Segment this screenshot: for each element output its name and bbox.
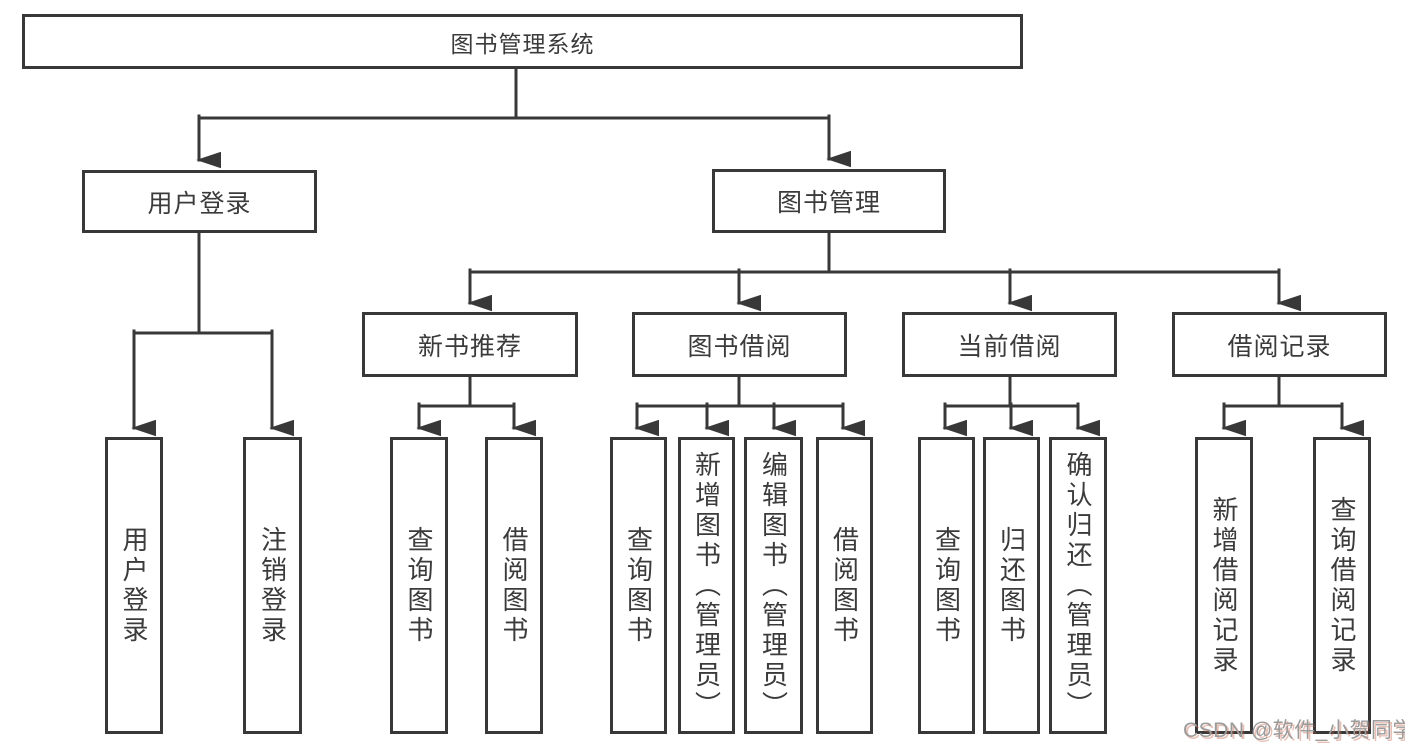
leaf-query-borrow-record: 查询借阅记录 [1313,437,1371,734]
connector-book-management-to-level3 [467,231,1301,312]
leaf-add-borrow-record: 新增借阅记录 [1195,437,1253,734]
node-label: 图书管理系统 [450,30,595,57]
csdn-watermark: CSDN @软件_小贺同学 [1183,719,1405,742]
leaf-query-books-3: 查询图书 [918,437,975,734]
node-label: 当前借阅 [957,332,1062,361]
node-label: 图书借阅 [687,332,792,361]
node-label: 注销登录 [257,525,288,646]
node-label: 新书推荐 [417,332,522,361]
node-current-borrowing: 当前借阅 [902,312,1117,377]
connector-new-book-recommend-to-leaves [416,375,536,437]
node-label: 借阅图书 [499,525,529,646]
node-root: 图书管理系统 [22,14,1023,69]
node-label: 查询借阅记录 [1327,495,1357,676]
connector-borrowing-records-to-leaves [1221,375,1364,437]
node-label: 借阅图书 [829,525,860,646]
connector-user-login-to-leaves [131,231,294,437]
leaf-query-books-2: 查询图书 [610,437,667,734]
node-book-management: 图书管理 [712,169,946,233]
node-new-book-recommend: 新书推荐 [362,312,578,377]
leaf-add-book-admin: 新增图书（管理员） [678,437,735,734]
leaf-borrow-books-2: 借阅图书 [816,437,873,734]
node-book-borrowing: 图书借阅 [632,312,847,377]
node-label: 图书管理 [776,189,881,217]
node-label: 查询图书 [404,525,434,646]
connector-current-borrowing-to-leaves [942,375,1100,437]
leaf-edit-book-admin: 编辑图书（管理员） [744,437,803,734]
leaf-return-book: 归还图书 [983,437,1040,734]
node-label: 查询图书 [931,525,962,646]
leaf-user-login: 用户登录 [105,437,163,734]
node-label: 新增图书（管理员） [691,450,722,721]
connector-book-borrowing-to-leaves [634,375,865,437]
node-user-login: 用户登录 [82,170,317,233]
leaf-logout: 注销登录 [243,437,302,734]
node-label: 确认归还（管理员） [1063,450,1093,721]
node-label: 查询图书 [623,525,654,646]
node-label: 编辑图书（管理员） [758,450,789,721]
connector-root-to-level1 [196,67,851,169]
leaf-confirm-return-admin: 确认归还（管理员） [1049,437,1107,734]
leaf-query-books-1: 查询图书 [390,437,448,734]
node-label: 借阅记录 [1227,332,1332,361]
node-label: 用户登录 [147,189,252,218]
node-label: 归还图书 [996,525,1027,646]
leaf-borrow-books-1: 借阅图书 [485,437,543,734]
node-borrowing-records: 借阅记录 [1172,312,1387,377]
node-label: 用户登录 [119,525,149,646]
node-label: 新增借阅记录 [1209,495,1239,676]
